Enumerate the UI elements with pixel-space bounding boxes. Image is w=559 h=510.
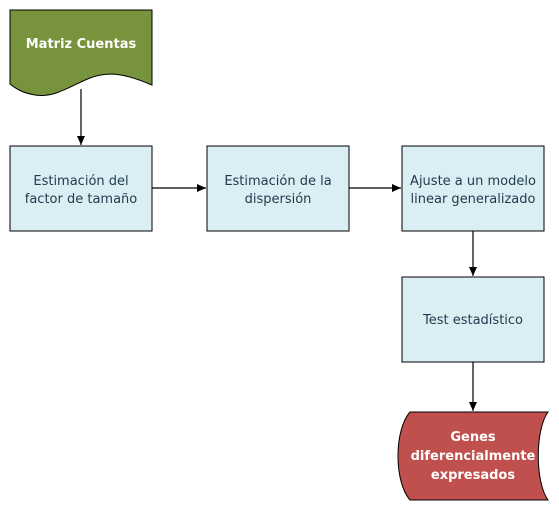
glm-label-line2: linear generalizado [411,192,536,207]
size-factor-label-line2: factor de tamaño [25,192,138,207]
size-factor-label-line1: Estimación del [33,174,128,189]
output-shape [397,411,549,501]
output-label-line2: diferencialmente [411,449,536,464]
input-document-label: Matriz Cuentas [26,37,137,52]
dispersion-label-line1: Estimación de la [224,174,331,189]
size-factor-node: Estimación del factor de tamaño [9,145,153,232]
dispersion-box [206,145,350,232]
glm-node: Ajuste a un modelo linear generalizado [401,145,545,232]
input-document-node: Matriz Cuentas [9,9,153,96]
output-label-line1: Genes [450,430,496,445]
glm-label-line1: Ajuste a un modelo [410,174,536,189]
size-factor-box [9,145,153,232]
dispersion-label-line2: dispersión [245,192,312,207]
dispersion-node: Estimación de la dispersión [206,145,350,232]
output-label-line3: expresados [431,468,515,483]
output-node: Genes diferencialmente expresados [397,411,549,501]
test-label: Test estadístico [422,313,523,328]
glm-box [401,145,545,232]
test-node: Test estadístico [401,276,545,363]
test-box [401,276,545,363]
input-document-shape [9,9,153,96]
